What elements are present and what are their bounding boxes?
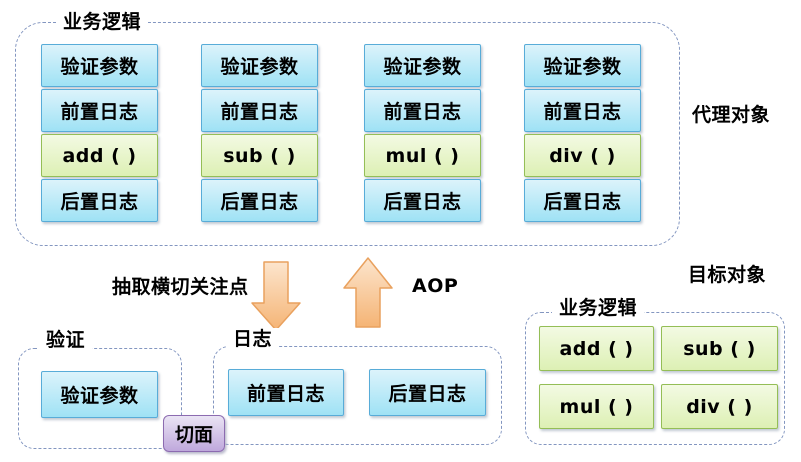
- proxy-object-label: 代理对象: [692, 104, 771, 126]
- pre-log-box: 前置日志: [524, 89, 641, 132]
- pre-log-box: 前置日志: [228, 369, 344, 416]
- validate-params-box: 验证参数: [201, 44, 318, 87]
- post-log-box: 后置日志: [41, 179, 158, 222]
- target-business-logic-label: 业务逻辑: [552, 297, 645, 319]
- extract-crosscut-label: 抽取横切关注点: [112, 276, 249, 298]
- target-method-div-box: div ( ): [661, 384, 778, 429]
- post-log-box: 后置日志: [201, 179, 318, 222]
- proxy-method-column-mul: 验证参数 前置日志 mul ( ) 后置日志: [364, 44, 481, 222]
- method-mul-box: mul ( ): [364, 134, 481, 177]
- aspect-tag: 切面: [163, 415, 225, 452]
- validate-params-box: 验证参数: [41, 371, 158, 418]
- proxy-method-column-div: 验证参数 前置日志 div ( ) 后置日志: [524, 44, 641, 222]
- log-group-label: 日志: [226, 328, 280, 350]
- aop-label: AOP: [412, 275, 459, 297]
- pre-log-box: 前置日志: [41, 89, 158, 132]
- target-method-mul-box: mul ( ): [539, 384, 654, 429]
- proxy-method-column-sub: 验证参数 前置日志 sub ( ) 后置日志: [201, 44, 318, 222]
- target-business-logic-container: 业务逻辑 add ( ) sub ( ) mul ( ) div ( ): [525, 297, 785, 445]
- validation-group-container: 验证 验证参数: [18, 329, 182, 449]
- pre-log-box: 前置日志: [201, 89, 318, 132]
- post-log-box: 后置日志: [364, 179, 481, 222]
- target-method-sub-box: sub ( ): [661, 326, 778, 371]
- post-log-box: 后置日志: [524, 179, 641, 222]
- method-sub-box: sub ( ): [201, 134, 318, 177]
- target-object-label: 目标对象: [688, 264, 767, 286]
- validate-params-box: 验证参数: [364, 44, 481, 87]
- post-log-box: 后置日志: [369, 369, 486, 416]
- validation-group-label: 验证: [39, 329, 93, 351]
- aop-up-arrow-icon: [343, 257, 393, 328]
- validate-params-box: 验证参数: [41, 44, 158, 87]
- proxy-method-column-add: 验证参数 前置日志 add ( ) 后置日志: [41, 44, 158, 222]
- target-method-add-box: add ( ): [539, 326, 654, 371]
- extract-down-arrow-icon: [251, 261, 301, 331]
- log-group-container: 日志 前置日志 后置日志: [213, 328, 502, 445]
- method-add-box: add ( ): [41, 134, 158, 177]
- validate-params-box: 验证参数: [524, 44, 641, 87]
- proxy-object-container: 业务逻辑 验证参数 前置日志 add ( ) 后置日志 验证参数 前置日志 su…: [15, 11, 680, 246]
- proxy-business-logic-label: 业务逻辑: [56, 11, 149, 33]
- method-div-box: div ( ): [524, 134, 641, 177]
- pre-log-box: 前置日志: [364, 89, 481, 132]
